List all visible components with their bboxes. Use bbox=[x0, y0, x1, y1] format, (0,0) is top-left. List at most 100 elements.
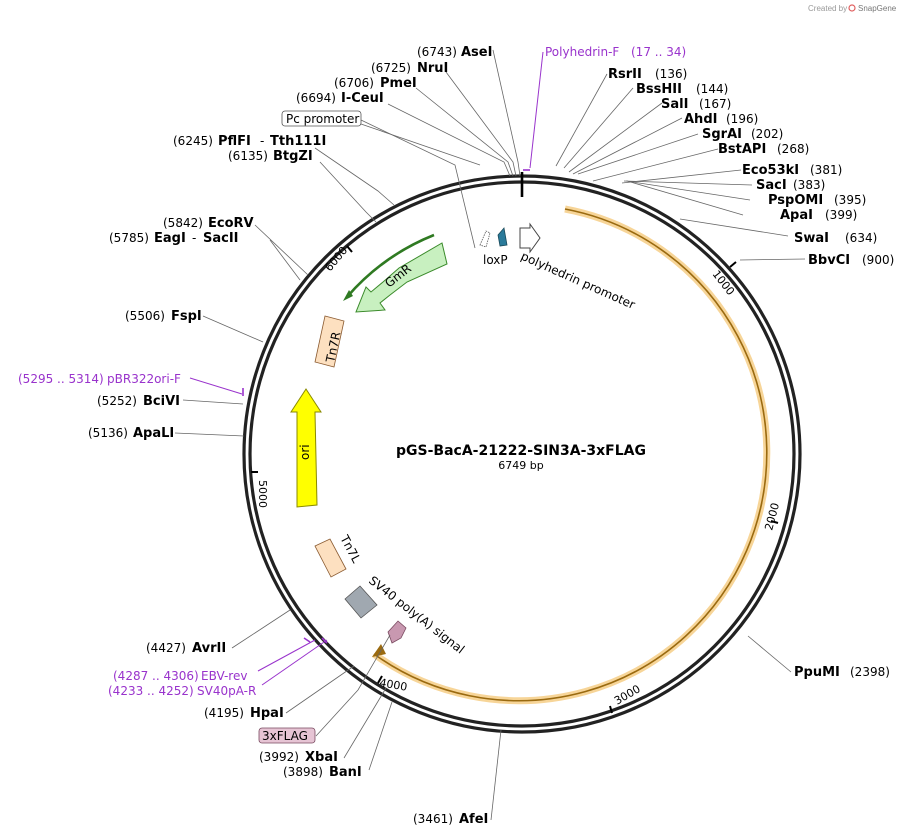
credit-brand: SnapGene bbox=[858, 4, 897, 13]
ori-label: ori bbox=[298, 444, 312, 460]
enzyme-xbaI-name: XbaI bbox=[305, 750, 338, 765]
polyhedrin-promoter-label: polyhedrin promoter bbox=[519, 249, 637, 312]
enzyme-eagI-pos: (5785) bbox=[109, 231, 149, 245]
enzyme-sacI-pos: (383) bbox=[793, 178, 825, 192]
enzyme-aseI-pos: (6743) bbox=[417, 45, 457, 59]
enzyme-apaLI-pos: (5136) bbox=[88, 426, 128, 440]
primer-leaders bbox=[189, 51, 544, 686]
enzyme-leaders bbox=[174, 49, 806, 821]
enzyme-afeI-name: AfeI bbox=[459, 812, 488, 827]
enzyme-banI-pos: (3898) bbox=[283, 765, 323, 779]
enzyme-rsrII-name: RsrII bbox=[608, 67, 642, 82]
loxp-label: loxP bbox=[483, 253, 508, 267]
enzyme-bssHII-name: BssHII bbox=[636, 82, 682, 97]
enzyme-pmeI-pos: (6706) bbox=[334, 76, 374, 90]
tn7r-box bbox=[314, 315, 345, 368]
enzyme-apaI-name: ApaI bbox=[780, 208, 813, 223]
enzyme-ppuMI-name: PpuMI bbox=[794, 665, 840, 680]
gmr-arrow bbox=[355, 242, 448, 313]
enzyme-bstAPI-pos: (268) bbox=[777, 142, 809, 156]
enzyme-eagI-dash: - bbox=[192, 231, 196, 245]
primer-ebvrev-range: (4287 .. 4306) bbox=[113, 669, 199, 683]
enzyme-salI-pos: (167) bbox=[699, 97, 731, 111]
enzyme-avrII-name: AvrII bbox=[192, 641, 226, 656]
enzyme-hpaI-name: HpaI bbox=[250, 706, 284, 721]
credit-text: Created by bbox=[808, 4, 847, 13]
enzyme-pflfI-dash: - bbox=[260, 134, 264, 148]
ori-arrow bbox=[290, 388, 322, 508]
loxp-feature bbox=[479, 227, 508, 248]
enzyme-eco53kI-name: Eco53kI bbox=[742, 163, 799, 178]
enzyme-bbvCI-pos: (900) bbox=[862, 253, 894, 267]
enzyme-bstAPI-name: BstAPI bbox=[718, 142, 766, 157]
flag-feature: 3xFLAG bbox=[258, 727, 316, 744]
enzyme-eagI-name: EagI bbox=[154, 231, 186, 246]
tick-marks bbox=[251, 245, 779, 714]
enzyme-swaI-pos: (634) bbox=[845, 231, 877, 245]
enzyme-xbaI-pos: (3992) bbox=[259, 750, 299, 764]
enzyme-btgZI-name: BtgZI bbox=[273, 149, 313, 164]
tick-label-2000: 2000 bbox=[762, 501, 782, 531]
enzyme-ahdI-pos: (196) bbox=[726, 112, 758, 126]
enzyme-rsrII-pos: (136) bbox=[655, 67, 687, 81]
enzyme-ecoRV-name: EcoRV bbox=[208, 216, 254, 231]
tick-label-4000: 4000 bbox=[378, 676, 408, 694]
enzyme-fspI-name: FspI bbox=[171, 309, 202, 324]
flag-leader bbox=[315, 634, 391, 737]
enzyme-bbvCI-name: BbvCI bbox=[808, 253, 850, 268]
enzyme-ppuMI-pos: (2398) bbox=[850, 665, 890, 679]
primer-pbr322-name: pBR322ori-F bbox=[107, 372, 181, 386]
primer-pbr322-range: (5295 .. 5314) bbox=[18, 372, 104, 386]
tick-label-5000: 5000 bbox=[256, 480, 269, 508]
polyhedrin-promoter-arrow bbox=[519, 222, 541, 254]
enzyme-bciVI-pos: (5252) bbox=[97, 394, 137, 408]
enzyme-pspOMI-pos: (395) bbox=[834, 193, 866, 207]
orf-arc bbox=[373, 208, 768, 702]
primer-sv40pa-range: (4233 .. 4252) bbox=[108, 684, 194, 698]
gmr-dark-arrowhead bbox=[343, 290, 353, 301]
plasmid-length: 6749 bp bbox=[498, 459, 543, 472]
pc-promoter-leader bbox=[360, 119, 476, 249]
enzyme-salI-name: SalI bbox=[661, 97, 688, 112]
enzyme-pflfI-pos: (6245) bbox=[173, 134, 213, 148]
gmr-dark-line bbox=[346, 233, 435, 298]
tn7l-box bbox=[314, 538, 347, 578]
enzyme-bssHII-pos: (144) bbox=[696, 82, 728, 96]
enzyme-eco53kI-pos: (381) bbox=[810, 163, 842, 177]
pc-promoter-label: Pc promoter bbox=[286, 112, 359, 126]
enzyme-pspOMI-name: PspOMI bbox=[768, 193, 823, 208]
enzyme-tth111I-name: Tth111I bbox=[270, 134, 326, 149]
sv40-box bbox=[344, 585, 378, 619]
snapgene-logo: SnapGene bbox=[848, 4, 897, 13]
enzyme-apaI-pos: (399) bbox=[825, 208, 857, 222]
enzyme-iceuI-pos: (6694) bbox=[296, 91, 336, 105]
enzyme-pmeI-name: PmeI bbox=[380, 76, 417, 91]
pc-promoter-feature: Pc promoter bbox=[281, 110, 362, 127]
enzyme-ahdI-name: AhdI bbox=[684, 112, 717, 127]
enzyme-fspI-pos: (5506) bbox=[125, 309, 165, 323]
enzyme-nruI-name: NruI bbox=[417, 61, 448, 76]
plasmid-name: pGS-BacA-21222-SIN3A-3xFLAG bbox=[396, 443, 646, 459]
primer-polyhedrin-range: (17 .. 34) bbox=[631, 45, 686, 59]
enzyme-sgrAI-pos: (202) bbox=[751, 127, 783, 141]
enzyme-aseI-name: AseI bbox=[461, 45, 492, 60]
sv40-label: SV40 poly(A) signal bbox=[366, 573, 467, 656]
enzyme-sacI-name: SacI bbox=[756, 178, 787, 193]
enzyme-swaI-name: SwaI bbox=[794, 231, 829, 246]
enzyme-ecoRV-pos: (5842) bbox=[163, 216, 203, 230]
enzyme-pflfI-name: PflFI bbox=[218, 134, 251, 149]
enzyme-iceuI-name: I-CeuI bbox=[341, 91, 384, 106]
enzyme-afeI-pos: (3461) bbox=[413, 812, 453, 826]
enzyme-avrII-pos: (4427) bbox=[146, 641, 186, 655]
enzyme-sacII-name: SacII bbox=[203, 231, 239, 246]
flag-label: 3xFLAG bbox=[262, 729, 308, 743]
enzyme-nruI-pos: (6725) bbox=[371, 61, 411, 75]
enzyme-banI-name: BanI bbox=[329, 765, 362, 780]
enzyme-sgrAI-name: SgrAI bbox=[702, 127, 742, 142]
sv40-pointer bbox=[387, 620, 407, 644]
primer-sv40pa-name: SV40pA-R bbox=[197, 684, 256, 698]
enzyme-hpaI-pos: (4195) bbox=[204, 706, 244, 720]
enzyme-apaLI-name: ApaLI bbox=[133, 426, 174, 441]
